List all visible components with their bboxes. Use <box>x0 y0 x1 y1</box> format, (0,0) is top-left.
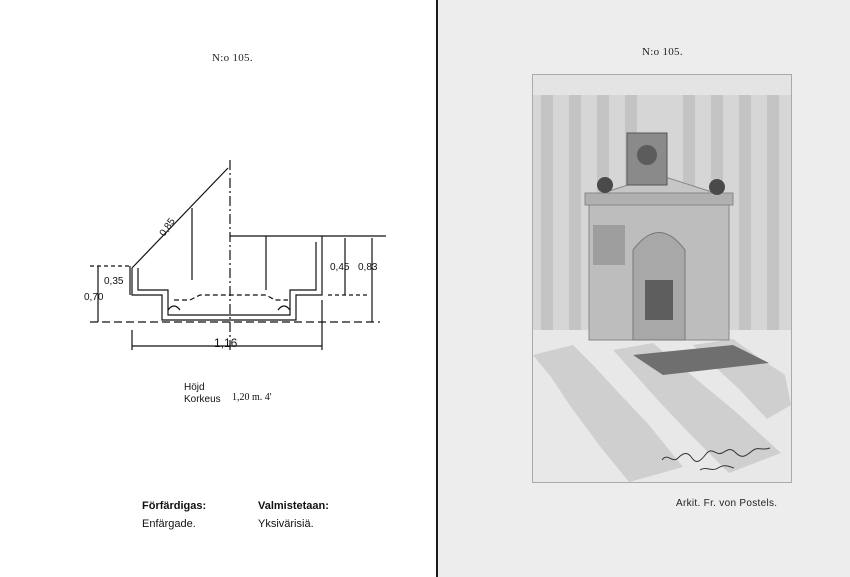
col-left-heading: Förfärdigas: <box>142 500 207 512</box>
col-right-value: Yksivärisiä. <box>258 518 314 530</box>
fireplace-drawing <box>533 75 791 482</box>
col-right-heading: Valmistetaan: <box>258 500 329 512</box>
right-page-number: N:o 105. <box>642 46 683 58</box>
left-page-number: N:o 105. <box>212 52 253 64</box>
dim-width-label: 1,16 <box>214 336 238 350</box>
dim-height-b-label: 0,70 <box>84 292 104 303</box>
fireplace-illustration <box>532 74 792 483</box>
artist-signature <box>661 447 771 471</box>
illustration-caption: Arkit. Fr. von Postels. <box>676 498 778 509</box>
height-labels: Höjd Korkeus <box>184 382 221 406</box>
height-label-fi: Korkeus <box>184 394 221 405</box>
height-value: 1,20 m. 4' <box>232 392 272 403</box>
height-label-sv: Höjd <box>184 382 205 393</box>
left-page <box>0 0 436 577</box>
col-left-value: Enfärgade. <box>142 518 196 530</box>
dim-height-a-label: 0,35 <box>104 276 124 287</box>
dim-total-height-label: 0,83 <box>358 262 378 273</box>
floor-plan-drawing <box>90 160 386 350</box>
dim-inner-height-label: 0,45 <box>330 262 350 273</box>
page-divider <box>436 0 438 577</box>
